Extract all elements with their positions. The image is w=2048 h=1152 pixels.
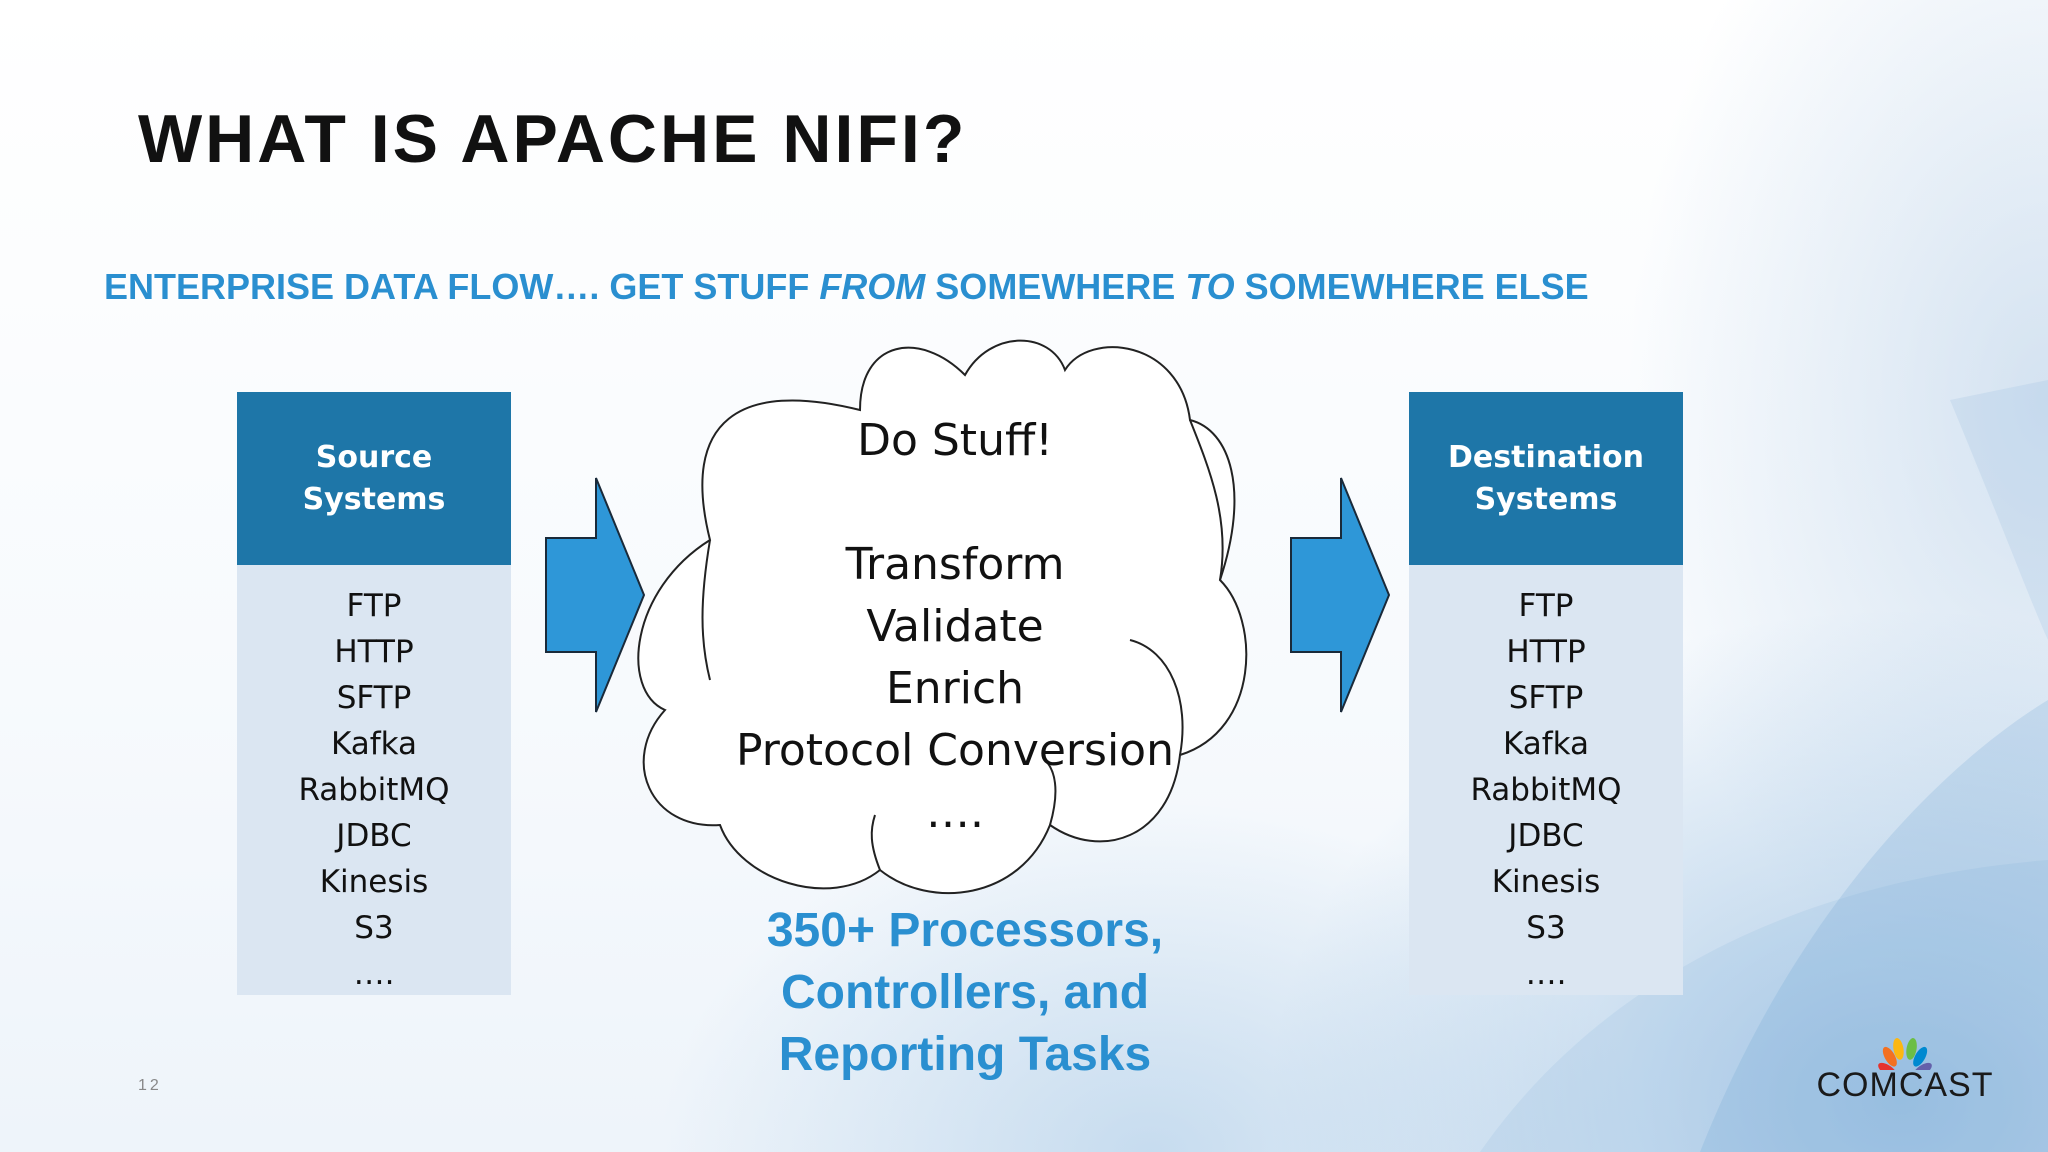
list-item: Kafka <box>1502 726 1590 762</box>
logo-text: COMCAST <box>1816 1066 1994 1104</box>
cloud-content: Do Stuff! Transform Validate Enrich Prot… <box>700 410 1210 844</box>
source-systems-heading: Source Systems <box>237 392 511 565</box>
slide-subtitle: ENTERPRISE DATA FLOW…. GET STUFF FROM SO… <box>104 266 1589 308</box>
destination-systems-heading: Destination Systems <box>1409 392 1683 565</box>
right-arrow-icon <box>1290 477 1391 713</box>
subtitle-emphasis-to: TO <box>1185 266 1235 307</box>
list-item: …. <box>1525 956 1567 992</box>
cloud-item: Enrich <box>885 663 1025 714</box>
list-item: RabbitMQ <box>298 772 450 808</box>
cloud-item: …. <box>926 787 984 838</box>
list-item: JDBC <box>1508 818 1584 854</box>
list-item: Kinesis <box>1491 864 1601 900</box>
processors-line: Controllers, and <box>780 966 1150 1019</box>
cloud-headline: Do Stuff! <box>857 415 1053 466</box>
processors-line: Reporting Tasks <box>778 1028 1152 1081</box>
list-item: Kafka <box>330 726 418 762</box>
subtitle-part: SOMEWHERE <box>925 266 1186 307</box>
processors-callout: 350+ Processors, Controllers, and Report… <box>690 900 1240 1086</box>
source-systems-box: Source Systems FTP HTTP SFTP Kafka Rabbi… <box>237 392 511 995</box>
list-item: SFTP <box>336 680 412 716</box>
list-item: …. <box>353 956 395 992</box>
list-item: FTP <box>1518 588 1574 624</box>
list-item: SFTP <box>1508 680 1584 716</box>
processors-line: 350+ Processors, <box>766 904 1164 957</box>
list-item: HTTP <box>334 634 414 670</box>
subtitle-emphasis-from: FROM <box>819 266 926 307</box>
cloud-item: Protocol Conversion <box>736 725 1174 776</box>
list-item: FTP <box>346 588 402 624</box>
list-item: HTTP <box>1506 634 1586 670</box>
cloud-item: Transform <box>845 539 1065 590</box>
list-item: S3 <box>1526 910 1566 946</box>
cloud-item: Validate <box>866 601 1044 652</box>
peacock-icon <box>1878 1038 1932 1070</box>
list-item: JDBC <box>336 818 412 854</box>
subtitle-part: ENTERPRISE DATA FLOW…. GET STUFF <box>104 266 820 307</box>
list-item: Kinesis <box>319 864 429 900</box>
comcast-logo: COMCAST <box>1815 1030 1995 1110</box>
destination-systems-box: Destination Systems FTP HTTP SFTP Kafka … <box>1409 392 1683 995</box>
slide-title: WHAT IS APACHE NIFI? <box>138 101 968 177</box>
destination-systems-list: FTP HTTP SFTP Kafka RabbitMQ JDBC Kinesi… <box>1409 565 1683 995</box>
list-item: RabbitMQ <box>1470 772 1622 808</box>
right-arrow-icon <box>545 477 646 713</box>
subtitle-part: SOMEWHERE ELSE <box>1234 266 1589 307</box>
page-number: 12 <box>138 1077 162 1094</box>
list-item: S3 <box>354 910 394 946</box>
source-systems-list: FTP HTTP SFTP Kafka RabbitMQ JDBC Kinesi… <box>237 565 511 995</box>
